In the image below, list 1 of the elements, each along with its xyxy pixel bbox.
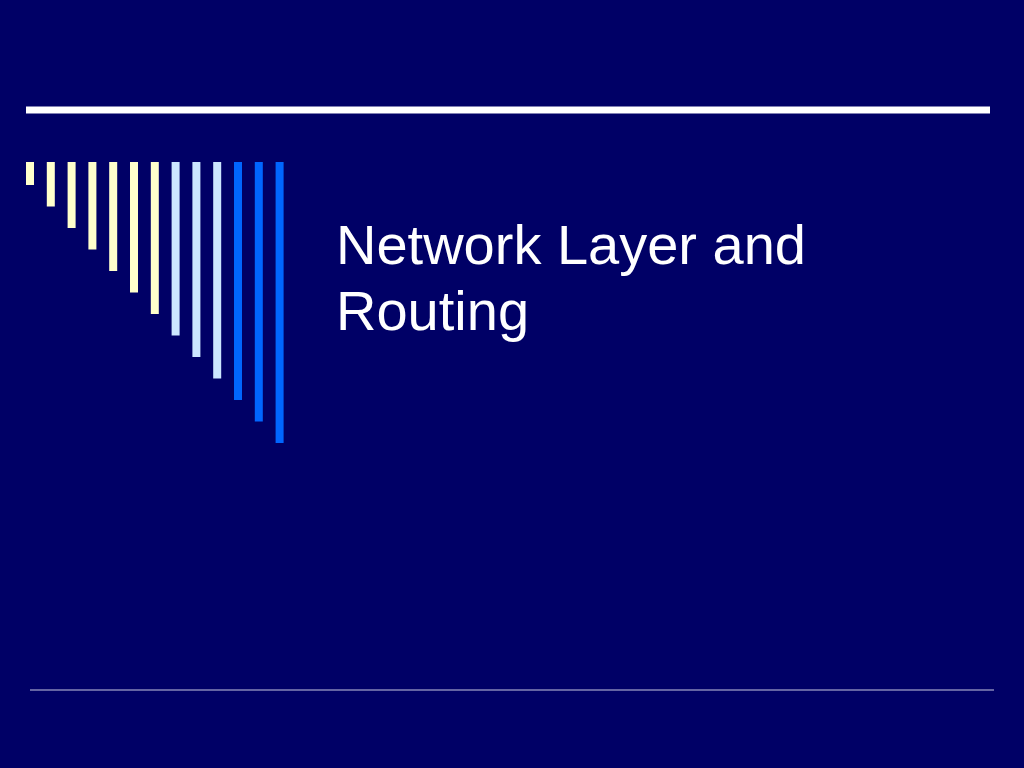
slide-title: Network Layer and Routing — [336, 212, 807, 344]
